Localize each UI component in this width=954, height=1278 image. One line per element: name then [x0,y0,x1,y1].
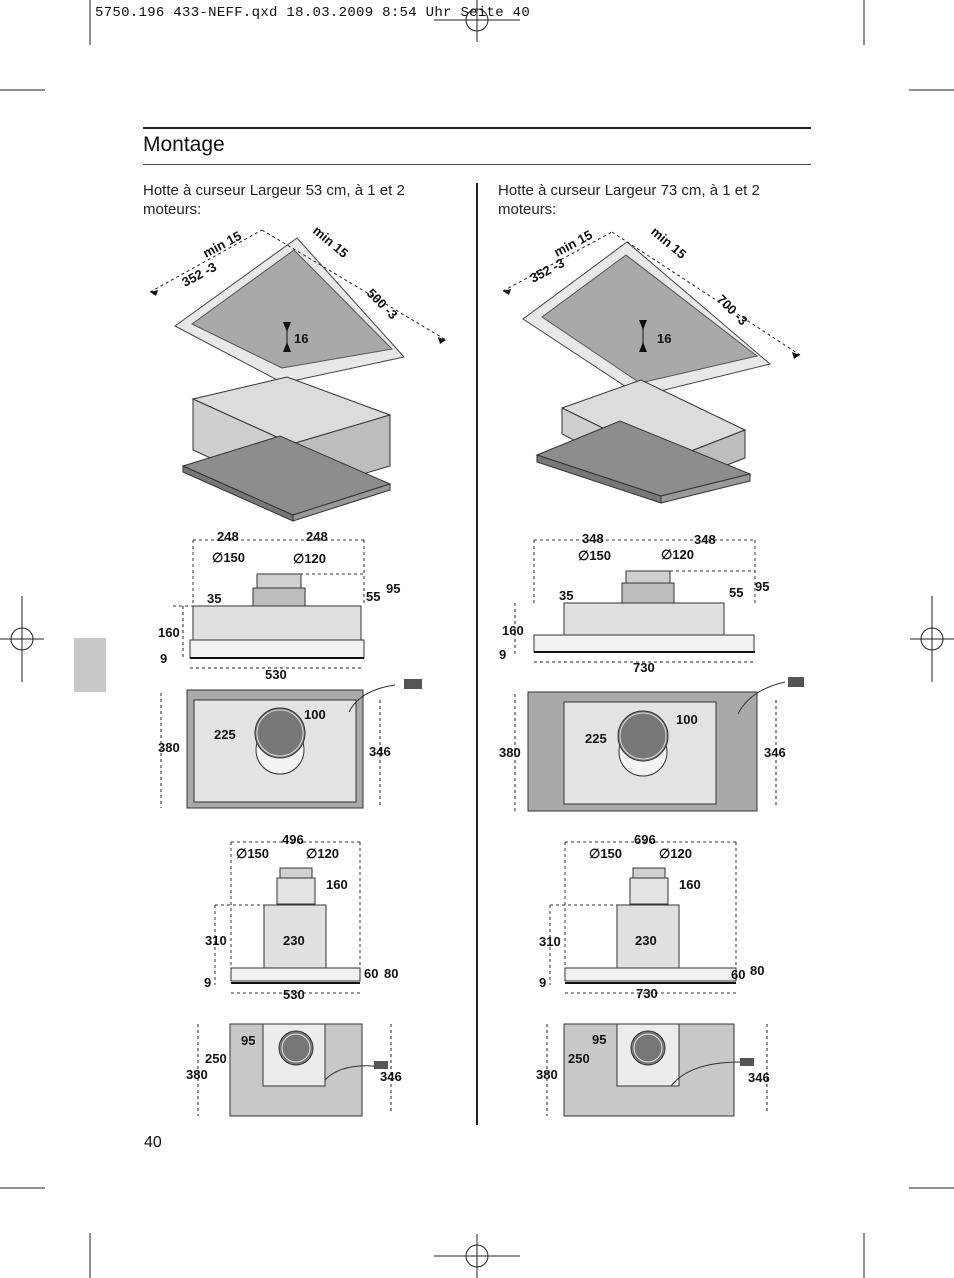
left-depth: 352 -3 [179,259,219,290]
right-top2-h250: 250 [568,1051,590,1066]
right-top2-h380: 380 [536,1067,558,1082]
right-gap: 16 [657,331,671,346]
left-top-d100: 100 [304,707,326,722]
right-front-w730: 730 [633,660,655,675]
left-front-h160: 160 [158,625,180,640]
right-front2-w230: 230 [635,933,657,948]
title-rule-bottom [143,164,811,165]
right-top2-h346: 346 [748,1070,770,1085]
right-depth: 352 -3 [527,255,567,286]
right-top2-drawing [546,1023,768,1117]
right-min15-b: min 15 [648,224,689,262]
left-hood-drawing [181,376,392,522]
right-front2-h60: 60 [731,967,745,982]
left-top-d225: 225 [214,727,236,742]
left-front2-w496: 496 [282,832,304,847]
right-top-drawing [514,677,804,812]
right-front-h55: 55 [729,585,743,600]
right-min15-a: min 15 [551,227,594,260]
right-front2-d1: ∅150 [589,846,622,861]
left-front-h35: 35 [207,591,221,606]
left-front2-h310: 310 [205,933,227,948]
left-front-h55: 55 [366,589,380,604]
right-front-h35: 35 [559,588,573,603]
right-front-h160: 160 [502,623,524,638]
right-front2-h160: 160 [679,877,701,892]
left-front2-h80: 80 [384,966,398,981]
left-front-h9: 9 [160,651,167,666]
right-top2-d95: 95 [592,1032,606,1047]
left-front2-h160: 160 [326,877,348,892]
left-gap: 16 [294,331,308,346]
left-ceiling-drawing [149,229,447,384]
left-top-h346: 346 [369,744,391,759]
left-top2-h380: 380 [186,1067,208,1082]
left-front-d2: ∅120 [293,551,326,566]
left-front-w2: 248 [306,529,328,544]
left-top2-drawing [197,1023,392,1117]
right-front2-h9: 9 [539,975,546,990]
right-front2-w730: 730 [636,986,658,1001]
right-front-d2: ∅120 [661,547,694,562]
right-top-h380: 380 [499,745,521,760]
right-top-d225: 225 [585,731,607,746]
left-front2-h60: 60 [364,966,378,981]
right-front-h9: 9 [499,647,506,662]
right-front-h95: 95 [755,579,769,594]
right-top-h346: 346 [764,745,786,760]
left-front-d1: ∅150 [212,550,245,565]
left-front-w530: 530 [265,667,287,682]
right-caption: Hotte à curseur Largeur 73 cm, à 1 et 2 … [498,182,760,218]
page-title: Montage [143,133,225,156]
left-front2-w530: 530 [283,987,305,1002]
left-front2-h9: 9 [204,975,211,990]
right-ceiling-drawing [502,231,801,397]
right-front-drawing [514,539,756,663]
side-tab [74,638,106,692]
left-front-h95: 95 [386,581,400,596]
left-front2-w230: 230 [283,933,305,948]
right-front-w2: 348 [694,532,716,547]
left-front-w1: 248 [217,529,239,544]
left-front2-d2: ∅120 [306,846,339,861]
page-number: 40 [144,1134,162,1151]
right-hood-drawing [535,379,752,504]
left-min15-a: min 15 [200,228,243,261]
right-top-d100: 100 [676,712,698,727]
left-front2-drawing [214,841,361,994]
right-front-w1: 348 [582,531,604,546]
left-top2-h250: 250 [205,1051,227,1066]
right-front-d1: ∅150 [578,548,611,563]
left-min15-b: min 15 [310,223,351,261]
file-header: 5750.196 433-NEFF.qxd 18.03.2009 8:54 Uh… [95,5,531,21]
left-front2-d1: ∅150 [236,846,269,861]
right-front2-h310: 310 [539,934,561,949]
left-top2-d95: 95 [241,1033,255,1048]
left-top-h380: 380 [158,740,180,755]
right-front2-w696: 696 [634,832,656,847]
right-front2-h80: 80 [750,963,764,978]
left-top-drawing [160,679,422,809]
left-caption: Hotte à curseur Largeur 53 cm, à 1 et 2 … [143,182,405,218]
left-front-drawing [173,539,365,669]
column-divider [476,183,478,1125]
title-rule-top [143,127,811,129]
right-front2-d2: ∅120 [659,846,692,861]
left-top2-h346: 346 [380,1069,402,1084]
left-width: 500 -3 [364,286,401,323]
right-front2-drawing [549,841,737,994]
